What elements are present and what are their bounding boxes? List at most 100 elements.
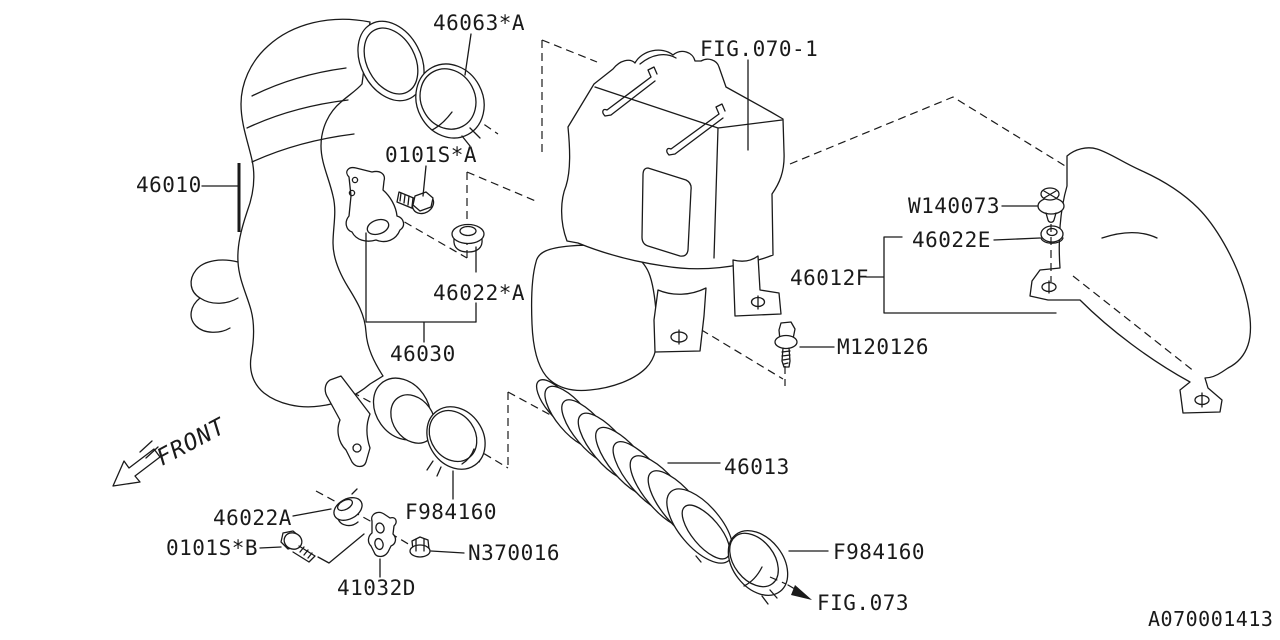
leader-46030	[365, 232, 477, 343]
clamp-left-tabs	[426, 448, 475, 477]
air-cleaner-case-fig070-1	[530, 49, 785, 392]
bolt-m-shank	[781, 347, 791, 368]
front-arrow-outline	[112, 448, 161, 487]
bracket-slot	[366, 218, 390, 236]
bracket-46030-body	[345, 166, 405, 243]
feet-bolt-dash	[689, 322, 786, 386]
bellows-end-notch	[695, 555, 702, 563]
callout-46030-label: 46030	[390, 342, 456, 366]
grommet-46022-star-a	[451, 223, 485, 253]
fig073-arrow-head	[791, 585, 812, 600]
clamp-right-slot	[743, 566, 763, 587]
bolt-m-threads	[781, 350, 791, 365]
clip-stem	[1045, 212, 1057, 223]
spring-clip-1	[602, 66, 658, 117]
screw-a-threads	[399, 192, 414, 208]
bracket-41032d-hole-2	[374, 537, 384, 551]
grommet-e-outer	[1040, 225, 1064, 243]
callout-f984160-left-label: F984160	[405, 500, 497, 524]
intake-duct-46010	[190, 18, 436, 468]
case-hump-line	[639, 53, 677, 65]
leader-0101sb	[259, 546, 282, 549]
bracket-hole-1	[351, 176, 359, 184]
duct-band-1	[251, 67, 347, 97]
clip-w140073	[1037, 187, 1065, 223]
callout-0101sb-label: 0101S*B	[166, 536, 258, 560]
callout-m120126-label: M120126	[837, 335, 929, 359]
case-window	[641, 167, 692, 257]
page-code-label: A070001413	[1148, 607, 1273, 631]
screw-0101s-a	[396, 191, 435, 215]
leader-lines	[201, 33, 1057, 578]
callout-46013-label: 46013	[724, 455, 790, 479]
duct-top-opening-inner	[363, 27, 419, 95]
leader-46022e	[993, 237, 1041, 241]
grommet-star-a-outer	[451, 223, 485, 245]
case-left-foot	[653, 287, 707, 353]
grommet-46022e	[1040, 225, 1064, 244]
screw-a-head	[412, 191, 434, 212]
duct-46012f-body	[1029, 147, 1252, 414]
grommet-a-inner	[336, 498, 354, 512]
front-direction-arrow: FRONT	[112, 413, 231, 487]
bellows-end-face	[681, 504, 731, 560]
clip-cap-cross	[1043, 190, 1057, 199]
clamp-46063-inner	[419, 68, 477, 130]
callout-fig073-label: FIG.073	[817, 591, 909, 615]
grommet-star-a-inner	[459, 225, 477, 237]
bracket-46030-assembly	[345, 166, 485, 253]
nut-facets	[415, 538, 425, 552]
leader-46012f	[865, 236, 1057, 314]
bolt-b-link-line	[317, 533, 365, 564]
callout-46063a-label: 46063*A	[433, 11, 525, 35]
callout-w140073-label: W140073	[908, 194, 1000, 218]
air-intake-hose-46013	[535, 379, 734, 564]
nut-n370016	[409, 536, 431, 558]
case-left-dash	[541, 39, 598, 156]
duct-peak-dash	[789, 96, 1076, 173]
front-label: FRONT	[153, 413, 231, 471]
air-intake-duct-46012f	[1029, 147, 1252, 414]
callout-0101sa-label: 0101S*A	[385, 143, 477, 167]
resonator-body	[530, 244, 658, 392]
spring-clip-2	[666, 103, 726, 156]
bolt-b-threads	[299, 546, 313, 559]
grommet-e-lip	[1040, 237, 1064, 244]
bracket-41032d-body	[367, 511, 397, 558]
hose-clamp-f984160-right	[727, 530, 789, 605]
grommet-a-cup	[337, 488, 359, 527]
callout-41032d-label: 41032D	[337, 576, 416, 600]
callout-f984160-right-label: F984160	[833, 540, 925, 564]
callout-fig070-1-label: FIG.070-1	[700, 37, 818, 61]
fig073-dash	[769, 576, 787, 585]
callout-46012f-label: 46012F	[790, 266, 869, 290]
bracket-region-dash	[381, 171, 539, 259]
bolt-0101s-b	[280, 530, 316, 563]
hose-clamp-f984160-left	[426, 406, 486, 477]
fig073-arrow	[769, 576, 812, 600]
duct-46012f-crease	[1101, 232, 1158, 239]
duct-side-bump-2	[190, 297, 231, 333]
nut-flange	[409, 544, 431, 558]
duct-side-bump-1	[190, 259, 239, 304]
clamp-right-tabs	[761, 589, 778, 605]
callout-46022a-label: 46022A	[213, 506, 292, 530]
bolt-m-flange	[774, 334, 798, 350]
grommet-star-a-cup	[453, 238, 483, 253]
leader-0101sa	[422, 165, 427, 197]
duct-top-opening-outer	[357, 20, 425, 102]
duct-band-2	[246, 99, 349, 129]
leader-n370016	[430, 550, 465, 554]
leader-46022a	[292, 508, 332, 517]
callout-46022stara-label: 46022*A	[433, 281, 525, 305]
bracket-41032d-hole-1	[375, 522, 385, 534]
neck-bracket-hole	[352, 443, 362, 453]
front-arrow-chevron	[139, 440, 159, 459]
callout-n370016-label: N370016	[468, 541, 560, 565]
case-front-fold	[713, 127, 719, 259]
clamp-right-inner	[729, 532, 779, 588]
case-right-foot	[732, 255, 782, 317]
hose-clamp-46063	[415, 63, 485, 147]
